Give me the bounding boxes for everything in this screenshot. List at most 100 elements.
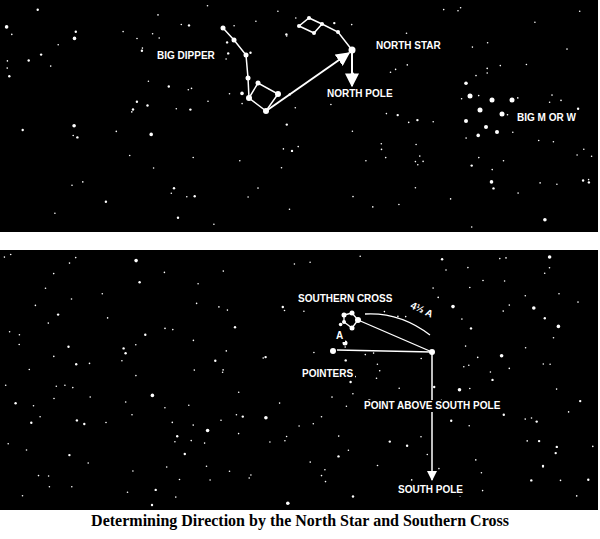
star [385,157,387,159]
star [477,357,479,359]
star [486,68,488,70]
star [548,255,552,259]
star [207,100,209,102]
star [142,47,144,49]
star [277,11,279,13]
star [408,122,410,124]
star [324,469,326,471]
star [351,24,353,26]
star [417,164,419,166]
star [555,452,557,454]
star [411,479,413,481]
star [18,344,20,346]
star [294,263,296,265]
star [465,345,467,347]
star [26,449,28,451]
star [309,461,311,463]
star [284,440,286,442]
star [395,69,397,71]
star [172,422,174,424]
star [517,97,519,99]
star [415,161,417,163]
star [558,293,560,295]
star [7,60,9,62]
star [397,114,399,116]
star [539,182,541,184]
star [7,443,9,445]
big-m-stars [464,94,515,135]
star [11,34,13,36]
star [349,381,351,383]
star [467,267,469,269]
star [72,135,74,137]
star [22,129,24,131]
star [168,85,170,87]
star [28,59,30,61]
star [220,420,222,422]
star [352,131,354,133]
star [225,58,227,60]
star [30,422,32,424]
star [67,346,69,348]
star [29,369,31,371]
star [386,113,388,115]
star [443,9,445,11]
star [191,88,193,90]
star [544,273,546,275]
star [512,131,514,133]
star [72,124,76,128]
south-sky [0,250,598,510]
star [469,388,471,390]
star [121,360,123,362]
star [89,396,91,398]
star [502,310,504,312]
star [330,104,332,106]
star [345,359,347,361]
star [538,140,540,142]
star [207,5,209,7]
star [379,370,381,372]
star [457,10,459,12]
star [82,181,84,183]
star [478,95,480,97]
star [132,470,134,472]
star [526,64,528,66]
star [591,155,593,157]
star [543,218,547,222]
star [346,406,348,408]
star [568,411,570,413]
star [478,157,480,159]
star [553,141,555,143]
star [176,435,178,437]
star [45,288,47,290]
star [214,360,216,362]
star [377,363,379,365]
star [223,270,225,272]
star [89,363,91,365]
star [384,311,386,313]
star [194,369,196,371]
star [155,489,157,491]
big-dipper-stars [221,26,282,115]
star [549,363,551,365]
star [181,24,183,26]
star [298,425,300,427]
star [427,454,429,456]
star [438,468,440,470]
star [250,474,252,476]
star [450,420,452,422]
star [5,384,7,386]
star [141,50,143,52]
star [173,187,175,189]
star [534,22,536,24]
south-pole-arrow [431,352,433,480]
star [75,363,77,365]
star [76,136,78,138]
star [186,196,188,198]
star [344,346,346,348]
star [397,316,399,318]
star [285,33,287,35]
star [542,465,544,467]
star [560,480,562,482]
star [75,257,77,259]
